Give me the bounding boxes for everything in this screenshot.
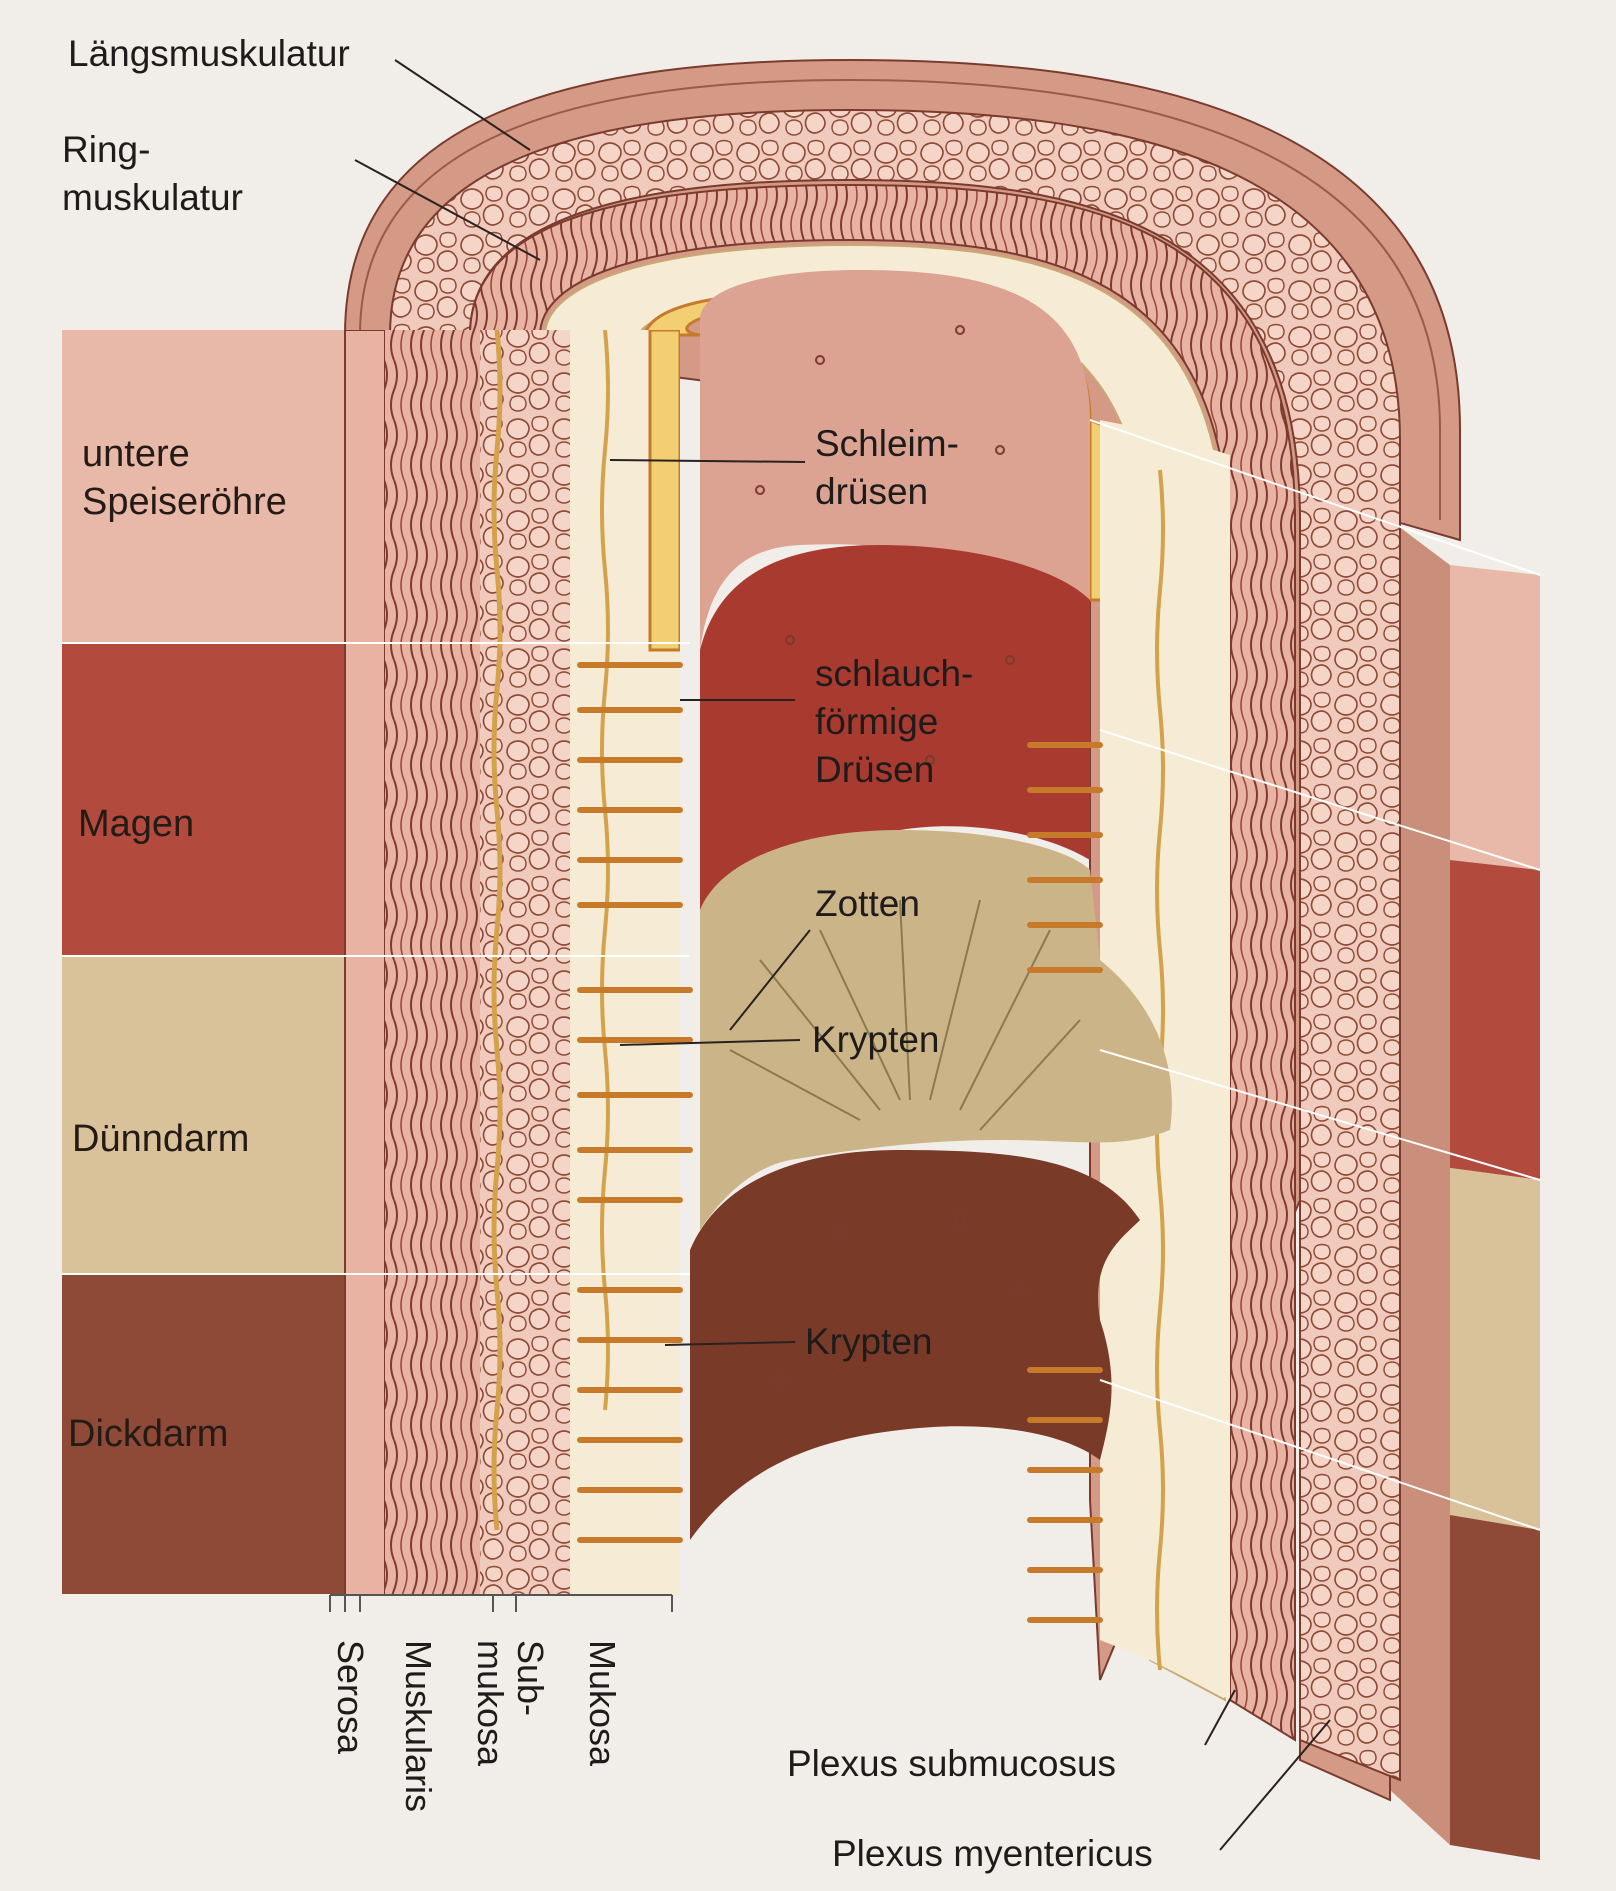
- label-schlauchfoermige-druesen: schlauch- förmige Drüsen: [815, 653, 974, 790]
- layer-label-muskularis: Muskularis: [398, 1640, 439, 1813]
- layer-label-mukosa: Mukosa: [582, 1640, 623, 1767]
- label-plexus-submucosus: Plexus submucosus: [787, 1743, 1117, 1784]
- band-magen: [62, 643, 347, 956]
- band-speiseroehre: [62, 330, 347, 643]
- lumen-speiseroehre: [700, 270, 1090, 650]
- band-dickdarm: [62, 1274, 347, 1594]
- section-label-dickdarm: Dickdarm: [68, 1413, 229, 1455]
- band-duenndarm: [62, 956, 347, 1274]
- label-zotten: Zotten: [815, 883, 920, 924]
- left-wall: [344, 330, 680, 1595]
- leader-lines: [354, 59, 1331, 1851]
- label-plexus-myentericus: Plexus myentericus: [832, 1833, 1153, 1874]
- section-dividers: [62, 419, 1541, 1531]
- layer-label-serosa: Serosa: [330, 1640, 371, 1755]
- layer-bracket: [329, 1594, 673, 1612]
- section-bands: [62, 330, 347, 1594]
- label-krypten-dickdarm: Krypten: [805, 1321, 933, 1362]
- label-laengsmuskulatur: Längsmuskulatur: [68, 33, 350, 74]
- mucosa-folds: [577, 662, 1103, 1623]
- right-bands: [1390, 520, 1540, 1860]
- section-label-magen: Magen: [78, 803, 195, 845]
- section-label-speiseroehre: untere Speiseröhre: [82, 433, 287, 523]
- lumen-dickdarm: [690, 1150, 1140, 1540]
- label-schleimdruesen: Schleim- drüsen: [815, 423, 959, 512]
- layer-label-submukosa: Sub- mukosa: [470, 1640, 551, 1767]
- lumen-magen: [700, 545, 1090, 910]
- label-krypten-duenndarm: Krypten: [812, 1019, 940, 1060]
- lumen-duenndarm: [700, 830, 1172, 1230]
- lumen: [690, 270, 1172, 1540]
- label-ringmuskulatur: Ring- muskulatur: [62, 129, 243, 218]
- section-label-duenndarm: Dünndarm: [72, 1118, 250, 1160]
